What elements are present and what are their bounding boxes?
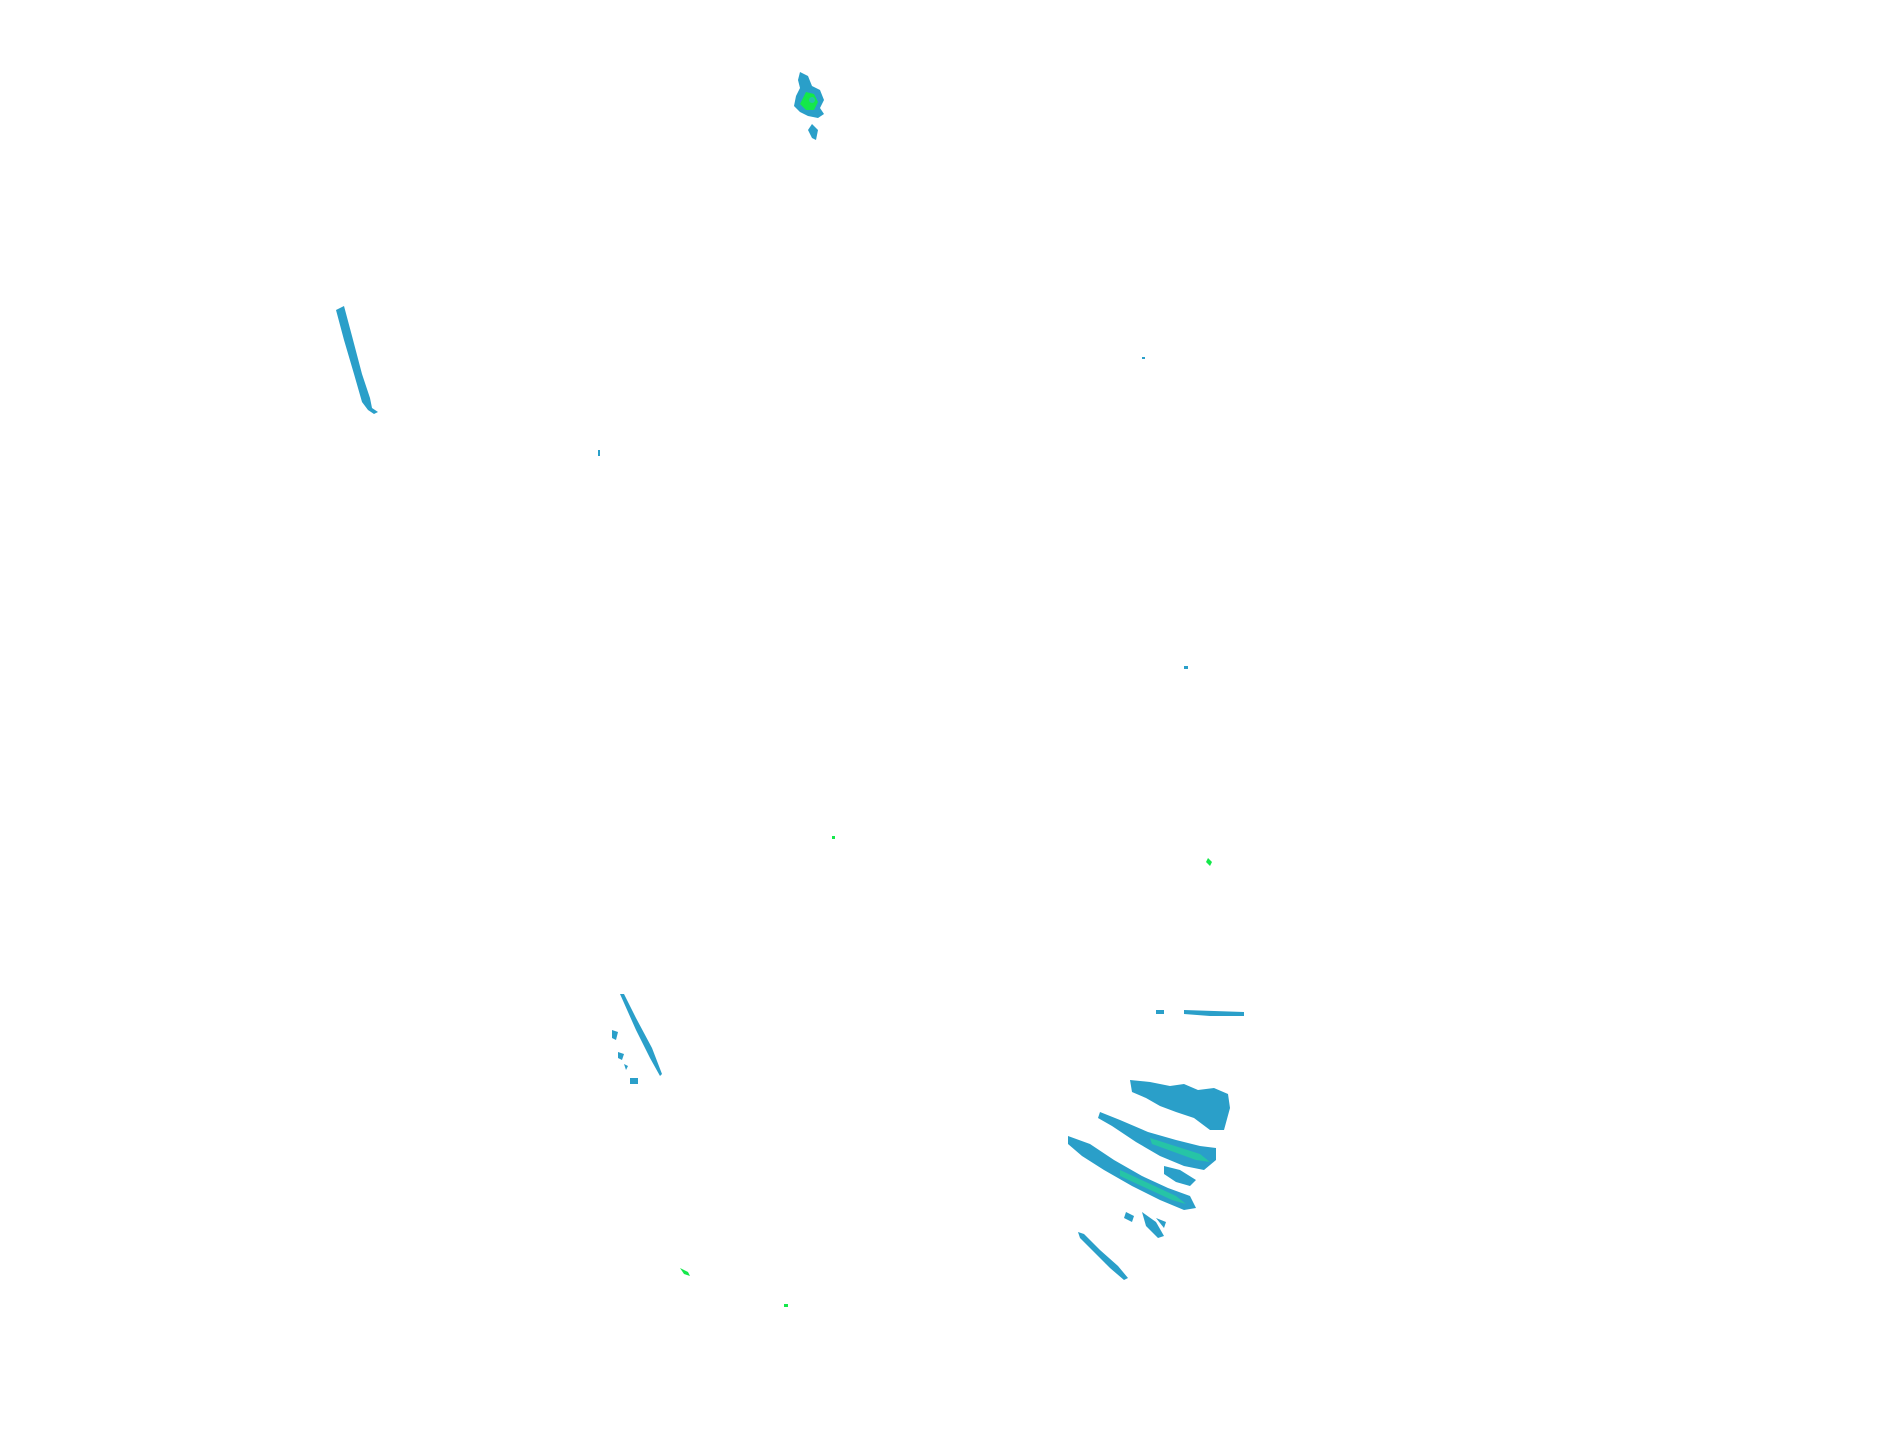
speck-1 [598,450,600,456]
lr-lower-dot [1102,1256,1108,1264]
speck-green-2 [1206,858,1212,866]
lr-small-1 [1124,1212,1134,1222]
lower-left-dot-4 [630,1078,638,1084]
left-streak [336,306,378,414]
speck-green-1 [832,836,835,839]
lr-small-3 [1156,1218,1166,1228]
speck-green-3 [680,1268,690,1276]
lr-streak-1-core [1150,1138,1210,1162]
lr-lower-streak [1078,1232,1128,1280]
top-cluster [794,72,824,140]
right-bar [1156,1010,1244,1016]
speck-3 [1184,666,1188,669]
right-bar-long [1184,1010,1244,1016]
lower-right-cluster [1068,1080,1230,1280]
speck-2 [1142,357,1145,359]
lower-left-streak [620,994,662,1076]
speck-green-4 [784,1304,788,1307]
right-bar-short [1156,1010,1164,1014]
lower-left-cluster [612,994,662,1084]
lr-small-2 [1142,1212,1164,1238]
lr-streak-2-core [1120,1170,1186,1204]
lower-left-dot-1 [612,1030,618,1040]
lr-block-top [1130,1080,1230,1130]
lower-left-dot-3 [624,1064,628,1070]
top-cluster-core [800,92,818,110]
top-cluster-tail [808,124,818,140]
lower-left-dot-2 [618,1052,624,1060]
top-cluster-dot [809,97,815,103]
lr-fragments [1164,1166,1196,1186]
